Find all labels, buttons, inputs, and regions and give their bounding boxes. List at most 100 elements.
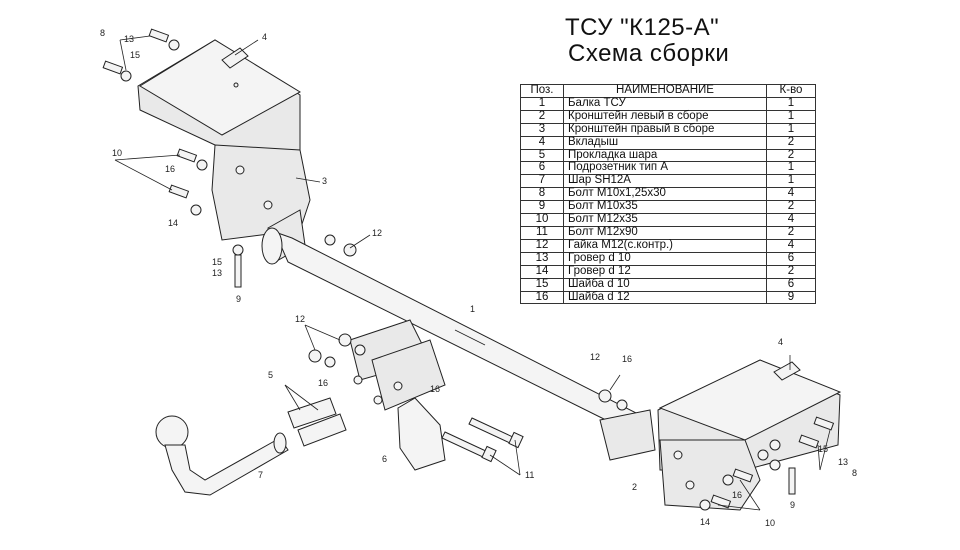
row-qty: 1 (766, 122, 816, 137)
leader-lines (114, 35, 831, 511)
row-pos: 11 (520, 225, 564, 240)
row-qty: 6 (766, 277, 816, 292)
row-qty: 4 (766, 213, 816, 227)
row-name: Болт М12х35 (563, 213, 767, 227)
col-qty: К-во (766, 84, 816, 98)
row-pos: 1 (520, 96, 564, 111)
row-name: Гровер d 10 (563, 251, 767, 266)
bolts-11 (441, 417, 524, 463)
callout-4: 4 (778, 337, 783, 347)
fasteners (102, 28, 835, 511)
callout-9: 9 (790, 500, 795, 510)
callout-16: 16 (622, 354, 632, 364)
row-pos: 9 (520, 200, 564, 215)
callout-10: 10 (112, 148, 122, 158)
row-pos: 5 (520, 148, 564, 163)
row-qty: 1 (766, 174, 816, 189)
callout-16: 16 (732, 490, 742, 500)
callout-16: 16 (318, 378, 328, 388)
row-pos: 7 (520, 174, 564, 189)
bracket-right-3 (137, 39, 311, 241)
row-qty: 2 (766, 148, 816, 163)
row-qty: 1 (766, 96, 816, 111)
callout-13: 13 (212, 268, 222, 278)
row-qty: 1 (766, 109, 816, 124)
drawing-subtitle: Схема сборки (568, 40, 730, 67)
callout-16: 16 (430, 384, 440, 394)
row-pos: 13 (520, 251, 564, 266)
row-qty: 2 (766, 135, 816, 150)
insert-4-top (221, 47, 249, 69)
row-qty: 4 (766, 238, 816, 253)
row-qty: 1 (766, 161, 816, 176)
row-name: Гайка М12(с.контр.) (563, 238, 767, 253)
col-name: НАИМЕНОВАНИЕ (563, 84, 767, 98)
row-pos: 14 (520, 264, 564, 279)
spacer-5 (287, 397, 347, 447)
row-pos: 8 (520, 187, 564, 202)
row-name: Болт М10х35 (563, 200, 767, 215)
row-qty: 9 (766, 290, 816, 305)
callout-13: 13 (124, 34, 134, 44)
callout-14: 14 (700, 517, 710, 527)
row-pos: 2 (520, 109, 564, 124)
row-qty: 2 (766, 225, 816, 240)
callout-6: 6 (382, 454, 387, 464)
bracket-left-2 (657, 359, 842, 511)
callout-14: 14 (168, 218, 178, 228)
row-qty: 2 (766, 264, 816, 279)
callout-5: 5 (268, 370, 273, 380)
row-pos: 4 (520, 135, 564, 150)
callout-11: 11 (525, 470, 534, 480)
socket-plate-6 (397, 397, 446, 471)
row-qty: 2 (766, 200, 816, 215)
callout-2: 2 (632, 482, 637, 492)
callout-4: 4 (262, 32, 267, 42)
row-pos: 15 (520, 277, 564, 292)
callout-13: 13 (838, 457, 848, 467)
row-pos: 16 (520, 290, 564, 305)
ball-7 (155, 415, 289, 496)
drawing-title: ТСУ "К125-А" (565, 14, 720, 41)
row-name: Гровер d 12 (563, 264, 767, 279)
callout-1: 1 (470, 304, 475, 314)
row-name: Кронштейн левый в сборе (563, 109, 767, 124)
callout-15: 15 (130, 50, 140, 60)
callout-15: 15 (212, 257, 222, 267)
row-qty: 4 (766, 187, 816, 202)
row-name: Вкладыш (563, 135, 767, 150)
row-pos: 6 (520, 161, 564, 176)
row-name: Прокладка шара (563, 148, 767, 163)
row-qty: 6 (766, 251, 816, 266)
insert-4-bottom (773, 361, 801, 381)
row-name: Шар SH12A (563, 174, 767, 189)
row-name: Кронштейн правый в сборе (563, 122, 767, 137)
row-pos: 10 (520, 213, 564, 227)
row-name: Болт М12х90 (563, 225, 767, 240)
row-pos: 12 (520, 238, 564, 253)
row-name: Шайба d 10 (563, 277, 767, 292)
callout-12: 12 (372, 228, 382, 238)
col-pos: Поз. (520, 84, 564, 98)
callout-7: 7 (258, 470, 263, 480)
callout-16: 16 (165, 164, 175, 174)
row-name: Болт М10х1,25х30 (563, 187, 767, 202)
callout-3: 3 (322, 176, 327, 186)
